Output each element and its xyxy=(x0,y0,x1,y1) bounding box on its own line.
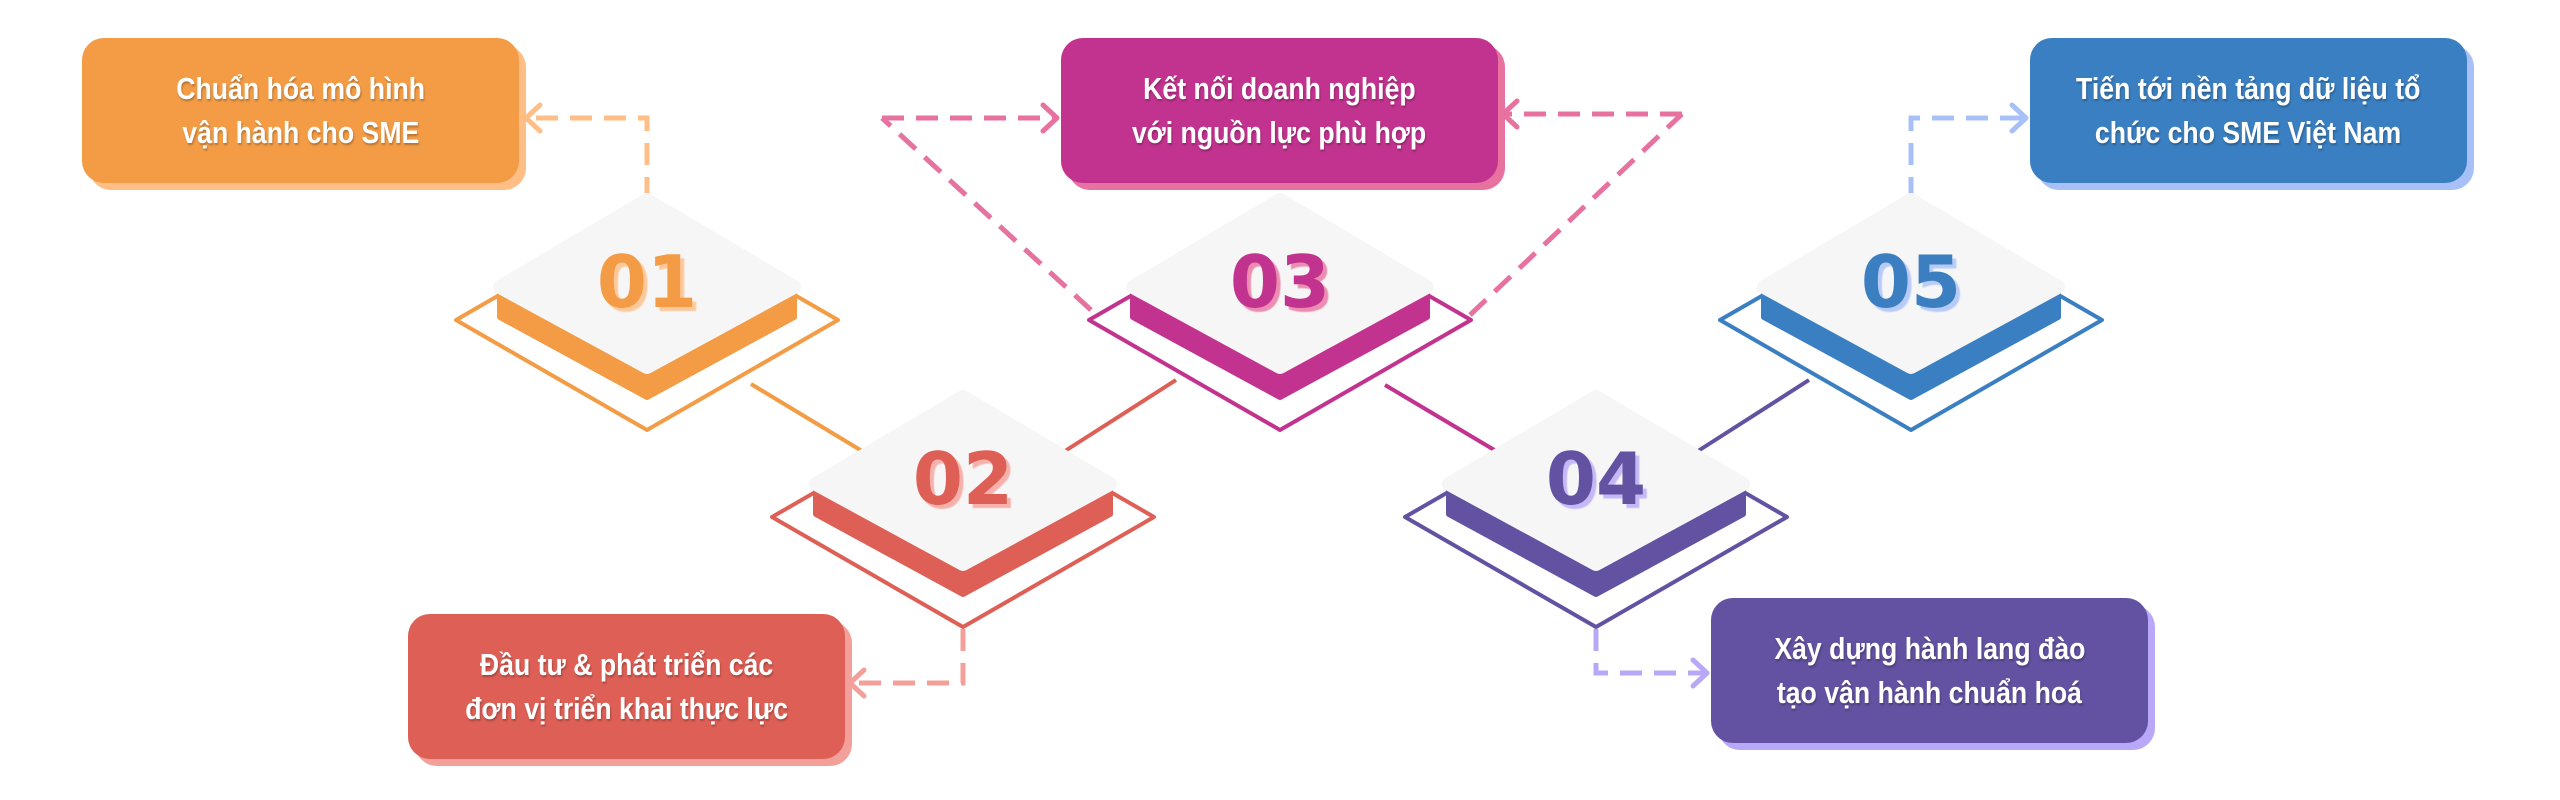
dashed-connector xyxy=(1593,629,1707,676)
diamond-face xyxy=(809,390,1117,571)
step-label-box-01: Chuẩn hóa mô hình vận hành cho SME xyxy=(82,38,519,183)
step-label-line: Xây dựng hành lang đào xyxy=(1773,630,2086,666)
connector-line xyxy=(749,382,864,453)
arrow-head-icon xyxy=(1690,657,1710,689)
connector-line xyxy=(1696,378,1811,453)
step-label-box-04: Xây dựng hành lang đào tạo vận hành chuẩn… xyxy=(1711,598,2148,743)
step-label-line: với nguồn lực phù hợp xyxy=(1132,114,1427,150)
step-diamond-01: 01 xyxy=(454,193,840,432)
step-label-box-02: Đầu tư & phát triển các đơn vị triển khai… xyxy=(408,614,845,759)
step-diamond-04: 04 xyxy=(1403,390,1789,629)
step-label-box-03: Kết nối doanh nghiệp với nguồn lực phù hợ… xyxy=(1061,38,1498,183)
arrow-head-icon xyxy=(523,102,543,134)
arrow-head-icon xyxy=(1040,102,1060,134)
dashed-connector xyxy=(1908,115,2026,199)
arrow-head-icon xyxy=(2009,102,2029,134)
step-label-box-05: Tiến tới nền tảng dữ liệu tổ chức cho SME… xyxy=(2030,38,2467,183)
dashed-connector xyxy=(850,629,966,686)
dashed-connector xyxy=(1468,112,1684,317)
step-number: 02 xyxy=(913,437,1013,521)
step-label-line: Đầu tư & phát triển các xyxy=(479,646,774,682)
step-diamond-02: 02 xyxy=(770,390,1156,629)
step-label-line: Chuẩn hóa mô hình xyxy=(176,70,425,106)
step-number: 04 xyxy=(1546,437,1646,521)
step-label-line: tạo vận hành chuẩn hoá xyxy=(1776,674,2083,710)
step-label-line: đơn vị triển khai thực lực xyxy=(465,690,788,726)
dashed-connector xyxy=(880,116,1093,312)
diamond-face xyxy=(493,193,801,374)
connector-line xyxy=(1383,383,1498,453)
diamond-face xyxy=(1442,390,1750,571)
diamond-face xyxy=(1757,193,2065,374)
step-label-line: chức cho SME Việt Nam xyxy=(2095,114,2402,150)
step-label-line: Kết nối doanh nghiệp xyxy=(1143,70,1416,106)
step-label-line: Tiến tới nền tảng dữ liệu tổ xyxy=(2076,70,2421,106)
step-diamond-05: 05 xyxy=(1718,193,2104,432)
step-number: 05 xyxy=(1861,240,1961,324)
diamond-face xyxy=(1126,193,1434,374)
dashed-connector xyxy=(526,115,650,199)
step-label-line: vận hành cho SME xyxy=(181,114,420,150)
step-number: 03 xyxy=(1230,240,1330,324)
step-number: 01 xyxy=(597,240,697,324)
connector-line xyxy=(1063,378,1178,453)
step-diamond-03: 03 xyxy=(1087,193,1473,432)
